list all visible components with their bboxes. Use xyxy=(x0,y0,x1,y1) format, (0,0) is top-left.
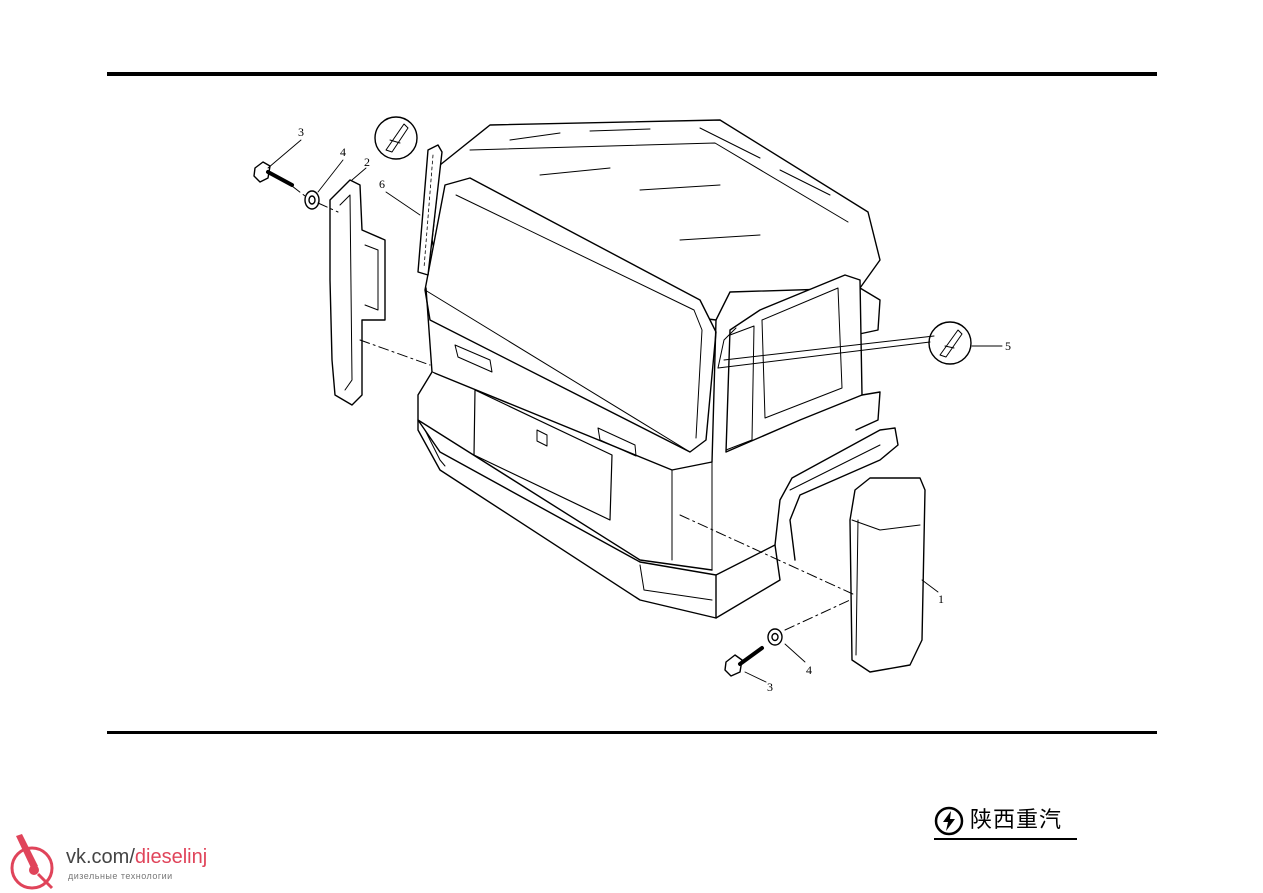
part-1-right-deflector xyxy=(849,477,926,673)
front-grille xyxy=(417,287,717,571)
watermark-url-prefix: vk.com/ xyxy=(66,846,135,868)
brand-underline xyxy=(934,838,1077,840)
front-bumper xyxy=(417,419,781,619)
washer-4-upper xyxy=(304,190,320,210)
shacman-logo-icon xyxy=(934,806,964,836)
watermark-tagline: дизельные технологии xyxy=(68,871,173,881)
injector-logo-icon xyxy=(10,834,54,890)
bolt-3-lower xyxy=(724,646,764,677)
callout-4-lower: 4 xyxy=(806,663,812,677)
detail-circle-seal-top xyxy=(374,116,418,160)
callout-4-upper: 4 xyxy=(340,145,346,159)
detail-circle-seal-5 xyxy=(928,321,972,365)
bottom-rule xyxy=(107,731,1157,734)
callout-1: 1 xyxy=(938,592,944,606)
top-rule xyxy=(107,72,1157,76)
exploded-cab-diagram: 3 4 2 6 5 1 4 3 xyxy=(240,110,1030,700)
bolt-3-upper xyxy=(253,161,294,187)
leader-lines xyxy=(267,139,1003,683)
part-6-seal-strip xyxy=(417,144,443,276)
callout-6: 6 xyxy=(379,177,385,191)
callout-3-upper: 3 xyxy=(298,125,304,139)
watermark-url-accent: dieselinj xyxy=(134,846,208,868)
part-2-left-deflector xyxy=(329,179,386,406)
brand-mark: 陕西重汽 xyxy=(934,804,1077,840)
watermark: vk.com/dieselinj дизельные технологии xyxy=(8,828,248,892)
watermark-url: vk.com/dieselinj xyxy=(66,846,207,869)
assembly-lines xyxy=(291,185,856,631)
brand-name: 陕西重汽 xyxy=(970,808,1063,833)
washer-4-lower xyxy=(767,628,783,646)
callout-2: 2 xyxy=(364,155,370,169)
step-arch xyxy=(774,427,899,561)
callout-3-lower: 3 xyxy=(767,680,773,694)
callout-5: 5 xyxy=(1005,339,1011,353)
side-door xyxy=(725,274,881,453)
